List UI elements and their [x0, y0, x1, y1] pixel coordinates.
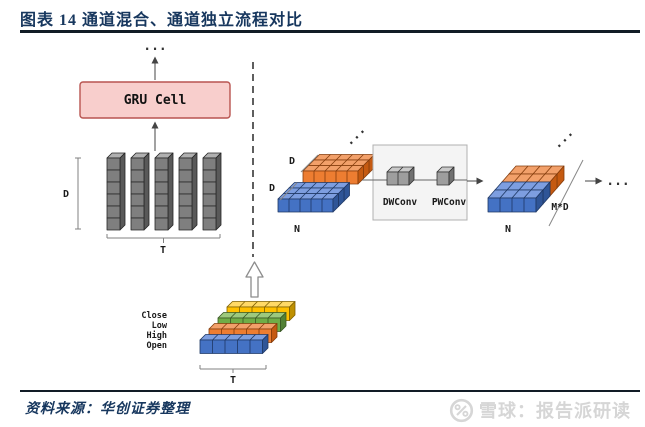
- watermark: 雪球：报告派研读: [449, 397, 631, 423]
- d-label-orange: D: [289, 156, 295, 167]
- d-measure-diag-orange: [300, 154, 319, 173]
- t-label-bottom: T: [230, 375, 236, 386]
- n-label-input: N: [294, 224, 300, 235]
- d-label-blue: D: [269, 183, 275, 194]
- watermark-text: 雪球：报告派研读: [479, 401, 631, 421]
- title-rule: [20, 30, 640, 33]
- dwconv-kernel-cubes: [386, 166, 415, 186]
- channel-label-open: Open: [147, 341, 167, 351]
- ellipsis-end: ...: [606, 174, 629, 189]
- pwconv-label: PWConv: [432, 197, 467, 208]
- input-tensor-orange-slab: [302, 154, 375, 185]
- d-measure-diag-blue: [279, 182, 298, 201]
- footer-rule: [20, 390, 640, 393]
- block-arrow-up: [245, 261, 264, 298]
- n-label-output: N: [505, 224, 511, 235]
- gru-cell-label: GRU Cell: [124, 93, 187, 108]
- pwconv-kernel-cube: [436, 166, 455, 186]
- figure-title: 图表 14 通道混合、通道独立流程对比: [20, 12, 304, 29]
- dwconv-label: DWConv: [383, 197, 418, 208]
- channel-label-close: Close: [141, 311, 167, 321]
- xueqiu-logo-icon: [449, 398, 474, 422]
- channel-label-high: High: [147, 330, 167, 341]
- d-label-left: D: [63, 189, 69, 200]
- ellipsis-input-stack: ...: [342, 122, 369, 149]
- ellipsis-output-stack: ...: [550, 125, 577, 152]
- ellipsis-top: ...: [143, 39, 166, 54]
- md-label: M*D: [551, 202, 568, 213]
- md-measure-diag: [548, 159, 584, 227]
- source-note: 资料来源：华创证券整理: [25, 402, 190, 417]
- input-tensor-blue-slab: [277, 182, 350, 213]
- input-row-open: [199, 334, 269, 354]
- gru-cell-box: [79, 81, 231, 119]
- channel-label-low: Low: [152, 321, 168, 331]
- embedded-token-bars: [106, 152, 222, 231]
- t-label-left: T: [160, 245, 166, 256]
- output-tensor-slab: [487, 165, 565, 213]
